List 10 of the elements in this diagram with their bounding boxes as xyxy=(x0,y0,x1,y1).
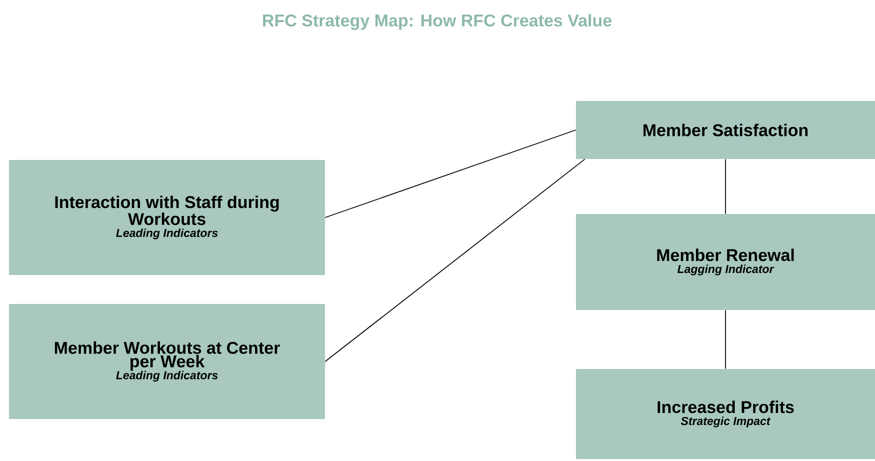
strategy-box: Member Renewal Lagging Indicator xyxy=(576,214,875,310)
connector-line xyxy=(725,158,726,214)
connector-line xyxy=(725,310,726,370)
strategy-box: Member Satisfaction xyxy=(576,101,875,159)
connector-line xyxy=(324,130,576,218)
strategy-box: Interaction with Staff during Workouts Leading Indicators xyxy=(9,160,325,275)
connector-line xyxy=(324,158,586,362)
strategy-box: Member Workouts at Center per Week Leading Indicators xyxy=(9,304,325,419)
title: RFC Strategy Map: How RFC Creates Value xyxy=(263,14,612,30)
strategy-box: Increased Profits Strategic Impact xyxy=(576,369,875,459)
